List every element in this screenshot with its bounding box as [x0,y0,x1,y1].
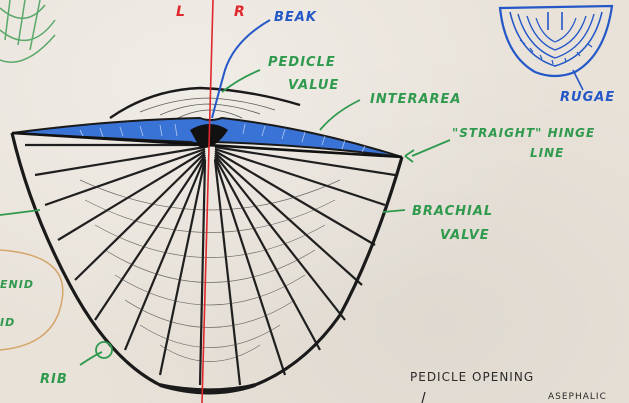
brachial-valve-outline [12,133,402,390]
rugae-pointer [573,70,583,90]
partial-right-label: ASEPHALIC [548,392,607,402]
hinge-label-line1: "STRAIGHT" HINGE [452,126,595,140]
shell-ribs [25,145,395,385]
pedicle-opening-pointer [422,392,425,403]
pedicle-label-line1: PEDICLE [268,55,336,70]
beak-label: BEAK [274,10,317,25]
left-label: L [176,4,186,20]
rugae-label: RUGAE [560,90,615,105]
pedicle-label-line2: VALUE [288,78,339,93]
beak-pointer [212,20,270,118]
brachial-label-line1: BRACHIAL [412,204,493,219]
pedicle-valve-outline [110,88,300,118]
partial-left-label2: ID [0,316,15,329]
left-orange-sketch [0,250,63,350]
growth-lines [80,180,340,362]
pedicle-opening-label: PEDICLE OPENING [410,370,534,384]
rugae-shell-sketch [500,6,612,76]
interarea-label: INTERAREA [370,92,462,107]
partial-left-label1: ENID [0,278,34,291]
rib-label: RIB [40,372,68,387]
brachial-label-line2: VALVE [440,228,490,243]
right-label: R [234,4,246,20]
hinge-label-line2: LINE [530,146,564,160]
corner-sketch-top-left [0,0,55,62]
